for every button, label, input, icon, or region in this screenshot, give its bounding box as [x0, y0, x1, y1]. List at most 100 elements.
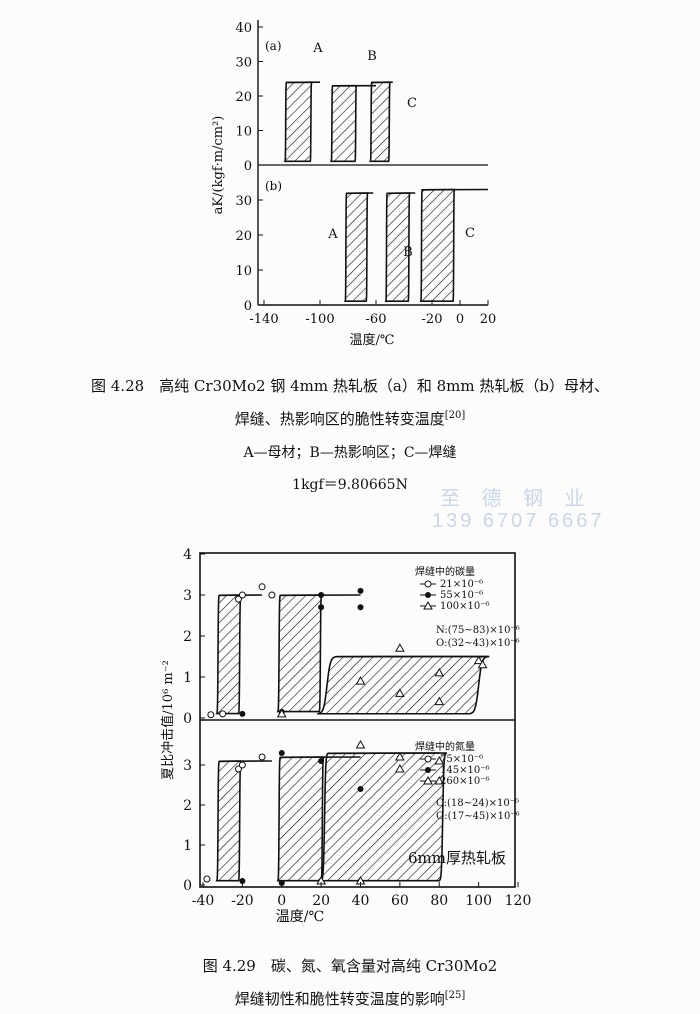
- y-tick-label: 30: [235, 194, 252, 209]
- data-point-filled-circle: [239, 878, 246, 884]
- data-point-triangle: [395, 643, 405, 652]
- x-tick-label: -40: [192, 893, 215, 909]
- legend-entry: 21×10⁻⁶: [440, 579, 483, 590]
- data-point-open-circle: [258, 753, 266, 761]
- series-label-C: C: [407, 96, 417, 111]
- y-tick-label: 4: [183, 547, 192, 563]
- series-label-C: C: [465, 226, 475, 241]
- legend-entry: 75×10⁻⁶: [440, 754, 483, 765]
- y-tick-label: 1: [183, 670, 192, 686]
- legend-entry: 260×10⁻⁶: [440, 776, 489, 787]
- data-point-filled-circle: [425, 767, 431, 773]
- data-point-open-circle: [207, 711, 215, 719]
- watermark-phone: 139 6707 6667: [432, 510, 605, 532]
- y-tick-label: 30: [235, 56, 252, 71]
- figure1-caption-2: 焊缝、热影响区的脆性转变温度[20]: [0, 408, 700, 429]
- data-point-open-circle: [238, 591, 246, 599]
- watermark-name: 至 德 钢 业: [440, 488, 593, 510]
- x-tick-label: 120: [505, 893, 532, 909]
- data-point-filled-circle: [278, 750, 285, 756]
- composition-note: O:(32~43)×10⁻⁶: [436, 638, 520, 649]
- y-tick-label: 0: [244, 299, 252, 314]
- y-tick-label: 2: [183, 798, 192, 814]
- y-axis-label: aK/(kgf·m/cm²): [211, 116, 226, 215]
- y-tick-label: 3: [183, 758, 192, 774]
- series-label-B: B: [367, 49, 377, 64]
- data-point-triangle: [473, 655, 484, 665]
- panel-label: (b): [265, 179, 282, 193]
- y-tick-label: 0: [183, 878, 192, 894]
- figure2-caption: 图 4.29 碳、氮、氧含量对高纯 Cr30Mo2: [202, 957, 498, 975]
- hatched-band: [215, 760, 242, 882]
- x-axis-label: 温度/℃: [350, 332, 395, 348]
- data-point-filled-circle: [318, 592, 325, 598]
- data-point-filled-circle: [425, 592, 431, 598]
- x-tick-label: 20: [312, 893, 330, 909]
- hatched-band: [283, 81, 313, 163]
- data-point-triangle: [434, 696, 445, 706]
- legend-entry: 145×10⁻⁶: [440, 765, 489, 776]
- legend-entry: 100×10⁻⁶: [440, 601, 489, 612]
- data-point-triangle: [395, 688, 405, 697]
- data-point-triangle: [395, 751, 405, 761]
- hatched-band: [329, 84, 358, 163]
- y-axis-label: 夏比冲击值/10⁶ m⁻²: [160, 660, 176, 780]
- data-point-open-circle: [238, 761, 246, 769]
- caption-line: 图 4.28 高纯 Cr30Mo2 钢 4mm 热轧板（a）和 8mm 热轧板（…: [91, 377, 609, 395]
- data-point-filled-circle: [357, 587, 364, 594]
- data-point-filled-circle: [357, 604, 364, 611]
- hatched-band: [419, 188, 456, 303]
- hatched-band: [276, 756, 325, 882]
- data-point-open-circle: [424, 755, 432, 763]
- data-point-triangle: [434, 775, 445, 785]
- citation: [20]: [444, 410, 466, 421]
- citation: [25]: [444, 990, 466, 1001]
- x-tick-label: -140: [249, 312, 278, 327]
- data-point-open-circle: [268, 591, 276, 599]
- series-label-B: B: [403, 245, 413, 260]
- data-point-triangle: [395, 763, 405, 773]
- series-label-A: A: [327, 227, 338, 242]
- data-point-filled-circle: [318, 604, 325, 611]
- data-point-triangle: [434, 667, 445, 677]
- hatched-band: [276, 594, 323, 713]
- data-point-triangle: [423, 775, 433, 785]
- composition-note: C:(18~24)×10⁻⁶: [436, 798, 519, 809]
- panel-label: (a): [265, 39, 282, 53]
- figure1-caption: 图 4.28 高纯 Cr30Mo2 钢 4mm 热轧板（a）和 8mm 热轧板（…: [0, 375, 700, 396]
- data-point-triangle: [355, 739, 366, 749]
- y-tick-label: 1: [183, 838, 192, 854]
- data-point-open-circle: [424, 580, 432, 588]
- unit-note: 1kgf＝9.80665N: [292, 477, 408, 493]
- y-tick-label: 10: [235, 264, 252, 279]
- y-tick-label: 0: [183, 711, 192, 727]
- data-point-open-circle: [258, 583, 266, 591]
- x-tick-label: 100: [465, 893, 492, 909]
- y-tick-label: 40: [235, 21, 252, 36]
- data-point-open-circle: [234, 595, 242, 603]
- x-tick-label: 40: [352, 893, 370, 909]
- data-point-triangle: [434, 755, 445, 765]
- x-tick-label: 80: [430, 893, 448, 909]
- hatched-band: [344, 192, 369, 303]
- data-point-triangle: [423, 600, 433, 610]
- y-tick-label: 2: [183, 629, 192, 645]
- x-tick-label: 20: [480, 312, 497, 327]
- data-point-triangle: [477, 659, 488, 669]
- series-label-A: A: [312, 41, 323, 56]
- x-tick-label: -20: [422, 312, 443, 327]
- figure2-caption-2: 焊缝韧性和脆性转变温度的影响[25]: [0, 988, 700, 1009]
- hatched-band: [369, 81, 391, 163]
- hatched-band: [317, 655, 490, 715]
- y-tick-label: 3: [183, 588, 192, 604]
- composition-note: N:(75~83)×10⁻⁶: [436, 625, 520, 636]
- x-tick-label: -100: [305, 312, 334, 327]
- data-point-open-circle: [219, 710, 227, 718]
- caption-line: 焊缝、热影响区的脆性转变温度: [234, 410, 445, 428]
- hatched-band: [215, 594, 242, 715]
- caption-line: 焊缝韧性和脆性转变温度的影响: [234, 990, 445, 1008]
- y-tick-label: 20: [235, 229, 252, 244]
- x-tick-label: -60: [366, 312, 387, 327]
